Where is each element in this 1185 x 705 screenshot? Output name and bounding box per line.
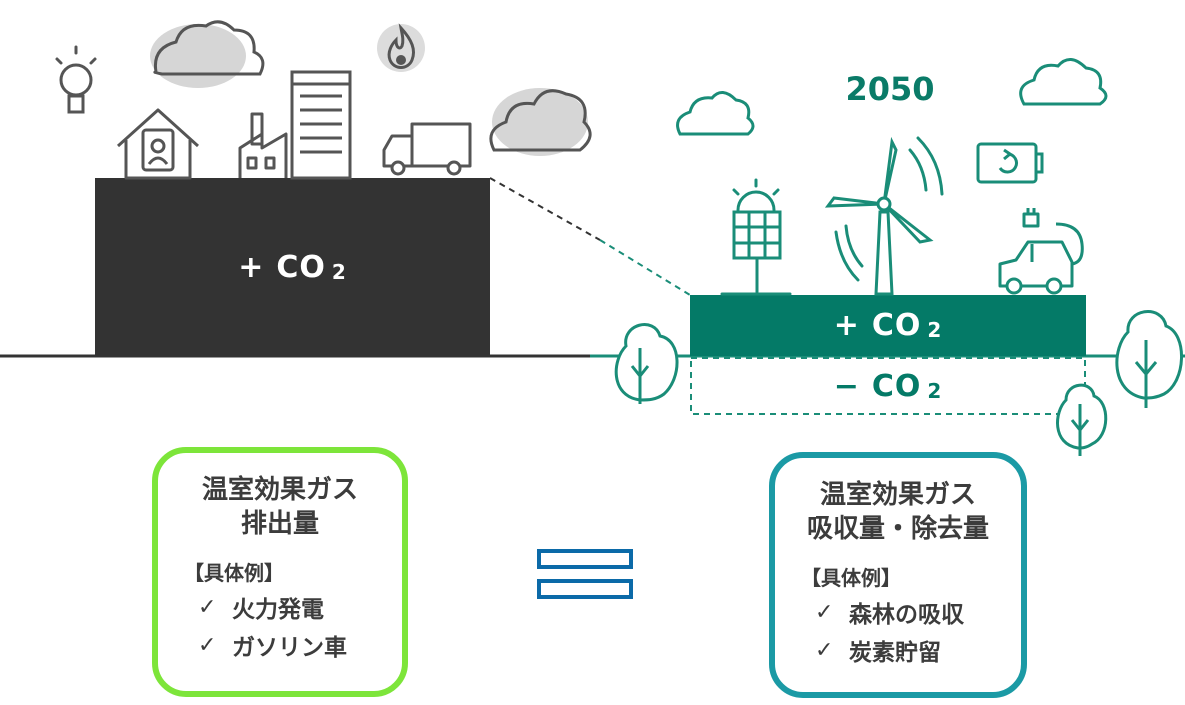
plus-sign: + [238,249,265,285]
office-building-icon [290,70,352,180]
example-item: ✓ 森林の吸収 [815,595,1021,629]
tree-icon [614,323,679,404]
minus-sign: − [833,368,860,404]
tree-icon [1115,310,1183,408]
co2-subscript: 2 [331,260,347,284]
cloud-icon [1019,58,1108,106]
check-icon: ✓ [198,632,217,658]
co2-subscript: 2 [927,318,943,342]
cloud-icon [150,20,265,88]
connector-green [599,239,691,296]
co2-formula: CO [871,368,922,404]
equals-bar-bottom [537,579,633,599]
card-title: 温室効果ガス [819,480,976,510]
check-icon: ✓ [198,594,217,620]
emissions-block [95,178,490,356]
connector-dark [489,177,601,241]
card-title: 排出量 [240,509,319,539]
net-emissions-block-label: + CO 2 [690,296,1086,354]
target-year: 2050 [845,70,935,108]
plus-sign: + [833,307,860,343]
cloud-icon [676,91,755,136]
co2-formula: CO [871,307,922,343]
removal-area-label: − CO 2 [690,358,1086,414]
check-icon: ✓ [815,599,834,625]
check-icon: ✓ [815,637,834,663]
emissions-card: 温室効果ガス 排出量 【具体例】 ✓ 火力発電 ✓ ガソリン車 [152,447,408,697]
truck-icon [382,122,472,176]
solar-panel-icon [720,178,792,296]
card-title: 吸収量・除去量 [806,514,989,544]
factory-icon [238,112,288,178]
wind-turbine-icon [824,136,944,296]
tree-icon [1056,383,1108,456]
example-item: ✓ ガソリン車 [198,628,402,662]
example-heading: 【具体例】 [184,561,284,585]
example-heading: 【具体例】 [801,566,901,590]
example-item-label: 森林の吸収 [849,602,964,628]
net-emissions-block [690,295,1086,356]
removals-card: 温室効果ガス 吸収量・除去量 【具体例】 ✓ 森林の吸収 ✓ 炭素貯留 [769,452,1027,698]
example-item-label: ガソリン車 [232,635,347,661]
electric-car-icon [998,208,1084,295]
cloud-icon [489,88,592,156]
battery-icon [976,142,1044,184]
equals-icon [537,549,633,601]
house-icon [116,108,200,180]
co2-formula: CO [276,249,326,285]
example-item: ✓ 火力発電 [198,590,402,624]
lightbulb-icon [55,45,97,114]
example-item-label: 炭素貯留 [849,640,941,666]
co2-subscript: 2 [927,379,943,403]
emissions-block-label: + CO 2 [95,178,490,356]
example-item-label: 火力発電 [232,597,324,623]
example-item: ✓ 炭素貯留 [815,633,1021,667]
equals-bar-top [537,549,633,569]
card-title: 温室効果ガス [201,475,358,505]
flame-icon [377,23,425,72]
